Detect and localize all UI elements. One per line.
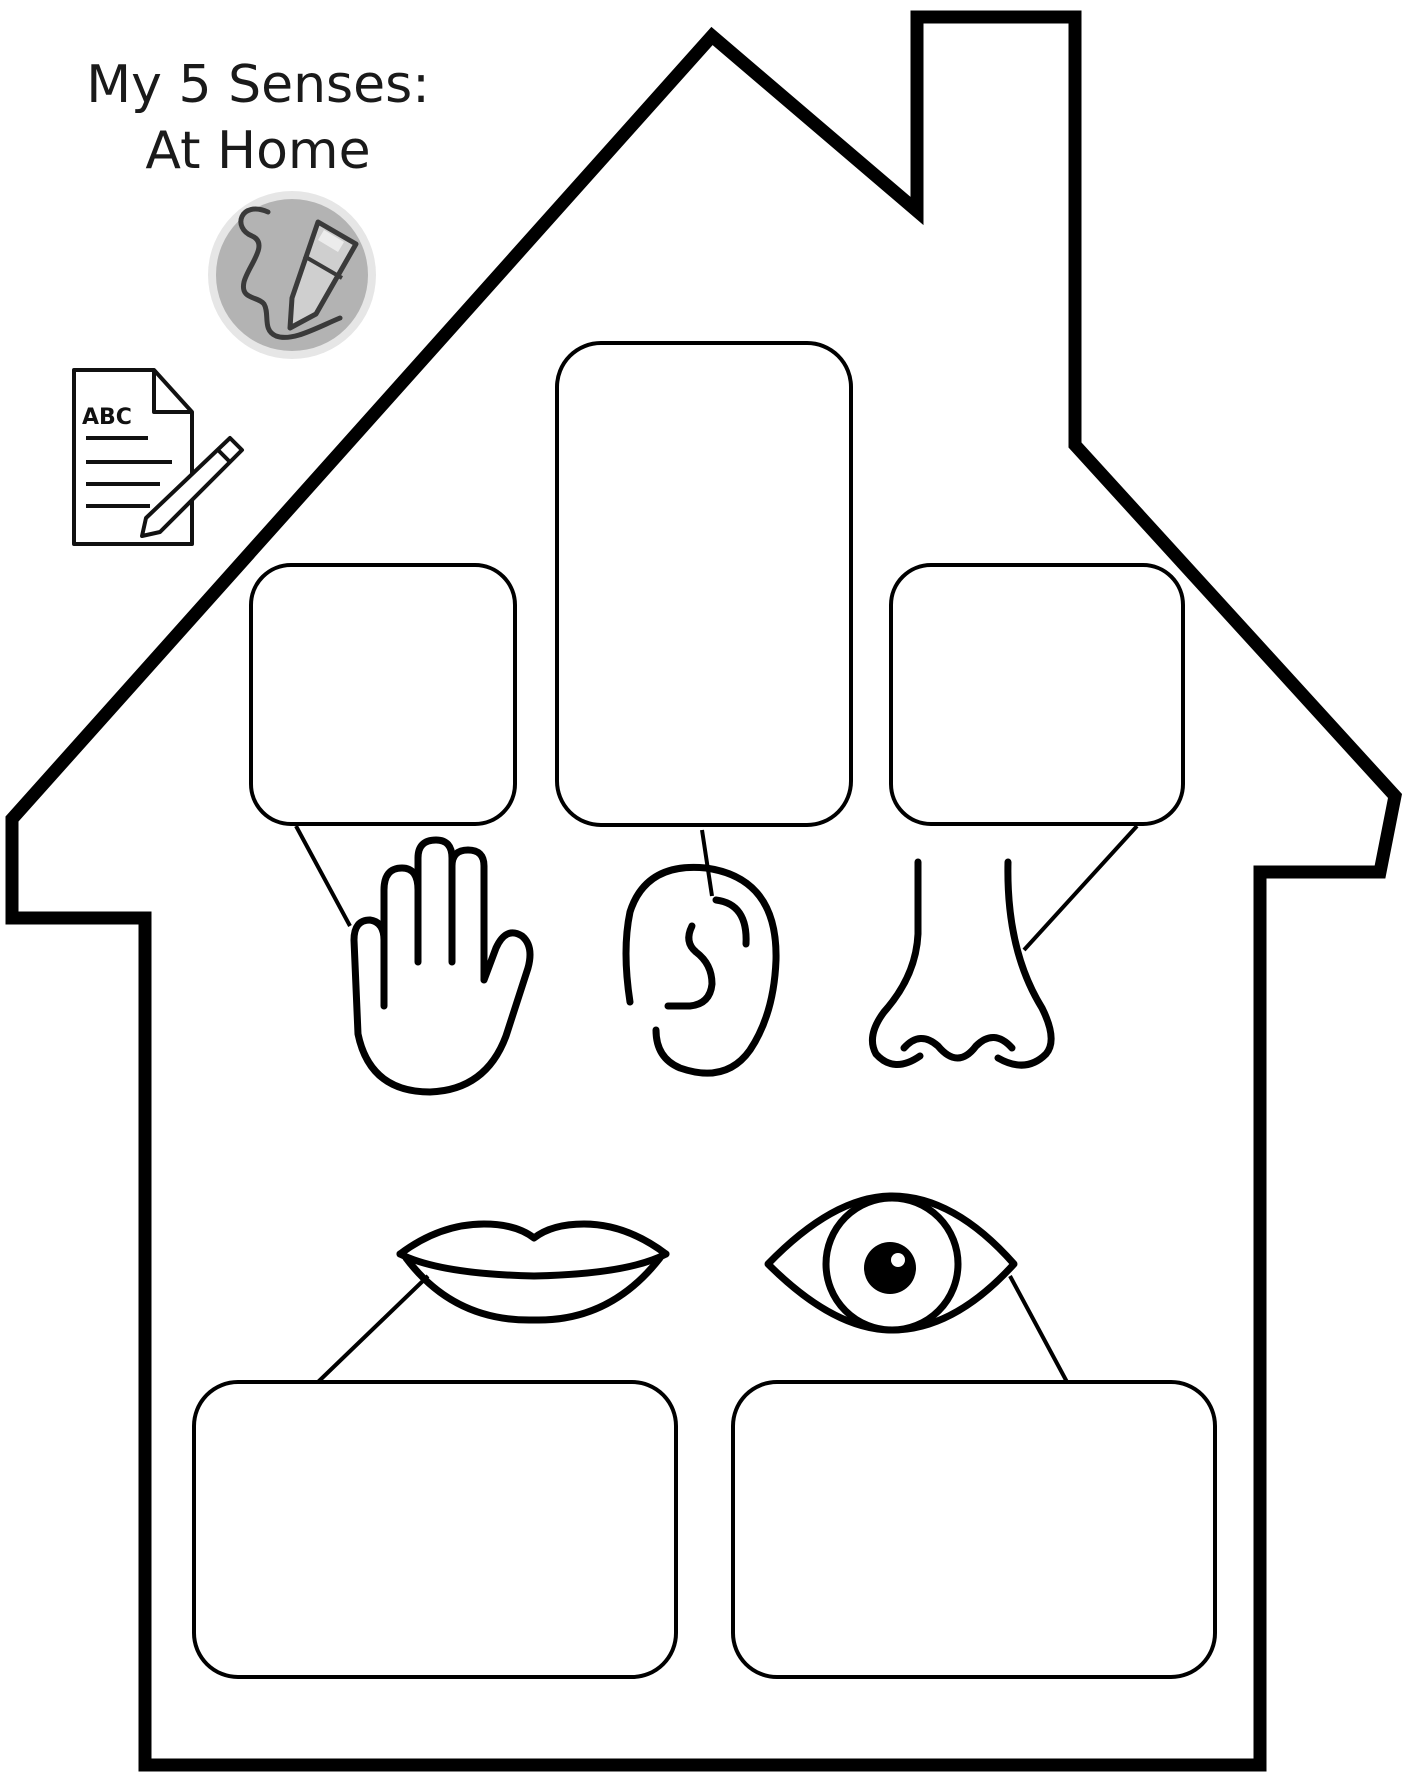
sight-answer-box[interactable] — [733, 1382, 1215, 1677]
worksheet-pencil-icon: ABC — [74, 370, 242, 544]
worksheet-label: ABC — [82, 405, 132, 430]
title-line-2: At Home — [145, 121, 370, 181]
title-line-1: My 5 Senses: — [86, 55, 429, 115]
hearing-answer-box[interactable] — [557, 343, 851, 825]
taste-answer-box[interactable] — [194, 1382, 676, 1677]
pencil-badge-icon — [208, 191, 376, 359]
touch-answer-box[interactable] — [251, 565, 515, 824]
smell-answer-box[interactable] — [891, 565, 1183, 824]
